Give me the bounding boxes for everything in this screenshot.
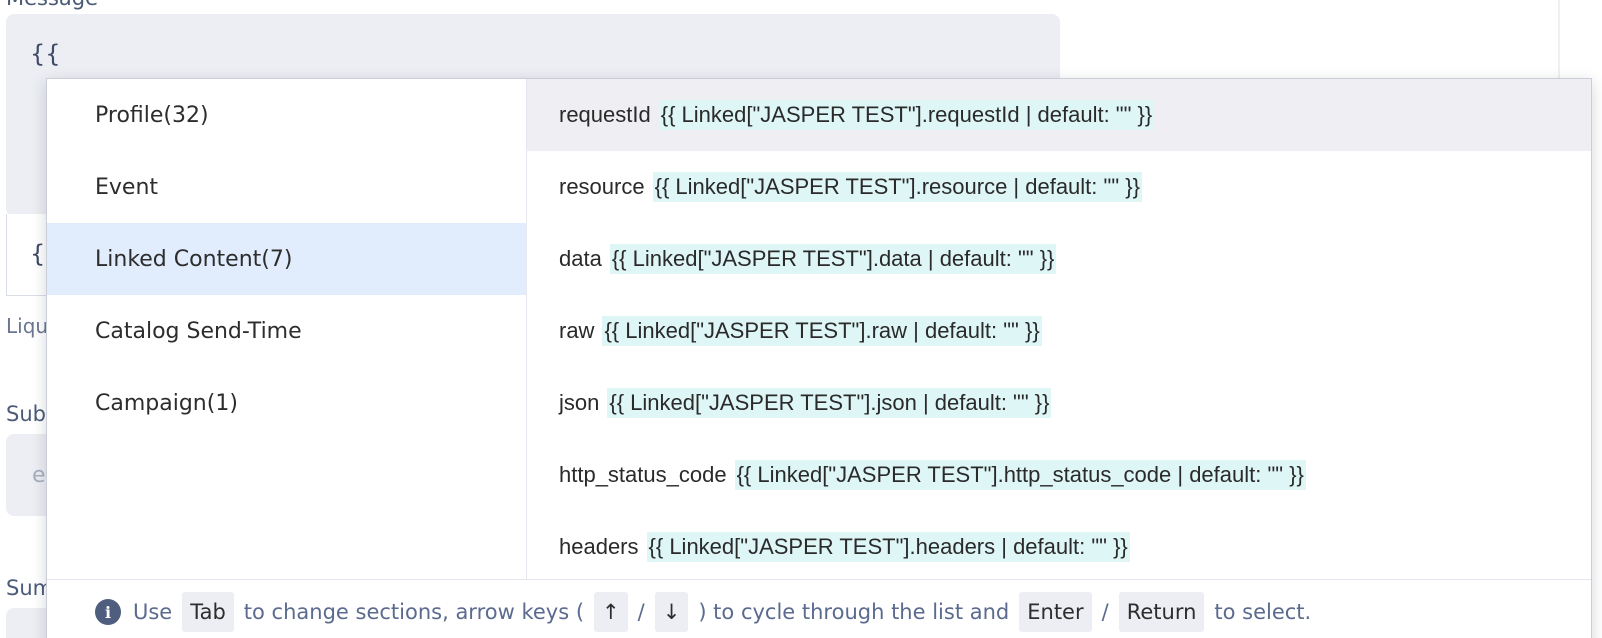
variable-name: raw [559, 318, 595, 343]
variable-liquid-snippet: {{ Linked["JASPER TEST"].headers | defau… [646, 532, 1130, 562]
variable-name: http_status_code [559, 462, 727, 487]
variable-liquid-snippet: {{ Linked["JASPER TEST"].requestId | def… [658, 100, 1155, 130]
variable-name: json [559, 390, 600, 415]
subject-placeholder: e [32, 463, 46, 488]
panel-divider [1558, 0, 1560, 80]
variable-liquid-snippet: {{ Linked["JASPER TEST"].data | default:… [609, 244, 1057, 274]
hint-text-change-sections: to change sections, arrow keys ( [243, 600, 585, 624]
variable-name: headers [559, 534, 639, 559]
category-catalog-send-time[interactable]: Catalog Send-Time [95, 318, 302, 344]
variable-item-json[interactable]: json {{ Linked["JASPER TEST"].json | def… [527, 367, 1591, 439]
arrow-down-key-badge: ↓ [654, 592, 689, 632]
variable-liquid-snippet: {{ Linked["JASPER TEST"].resource | defa… [652, 172, 1142, 202]
variable-liquid-snippet: {{ Linked["JASPER TEST"].raw | default: … [602, 316, 1042, 346]
variable-item-data[interactable]: data {{ Linked["JASPER TEST"].data | def… [527, 223, 1591, 295]
message-label: Message [6, 0, 98, 10]
variable-item-requestid[interactable]: requestId {{ Linked["JASPER TEST"].reque… [527, 79, 1591, 151]
info-icon: i [95, 599, 121, 625]
variable-name: resource [559, 174, 645, 199]
arrow-up-key-badge: ↑ [594, 592, 628, 632]
category-event[interactable]: Event [95, 174, 159, 200]
keyboard-hint-bar: i Use Tab to change sections, arrow keys… [47, 579, 1591, 638]
variable-item-http-status-code[interactable]: http_status_code {{ Linked["JASPER TEST"… [527, 439, 1591, 511]
hint-slash: / [1101, 600, 1109, 624]
hint-text-cycle: ) to cycle through the list and [698, 600, 1010, 624]
variable-item-resource[interactable]: resource {{ Linked["JASPER TEST"].resour… [527, 151, 1591, 223]
category-profile[interactable]: Profile(32) [95, 102, 209, 128]
variable-item-headers[interactable]: headers {{ Linked["JASPER TEST"].headers… [527, 511, 1591, 583]
hint-slash: / [637, 600, 645, 624]
subject-label: Sub [6, 402, 46, 426]
category-list: Profile(32) Event Linked Content(7) Cata… [47, 79, 527, 579]
category-campaign[interactable]: Campaign(1) [95, 390, 238, 416]
variable-list: requestId {{ Linked["JASPER TEST"].reque… [527, 79, 1591, 579]
hint-text-use: Use [133, 600, 173, 624]
category-linked-content[interactable]: Linked Content(7) [47, 223, 526, 295]
enter-key-badge: Enter [1019, 592, 1092, 632]
variable-liquid-snippet: {{ Linked["JASPER TEST"].json | default:… [607, 388, 1052, 418]
return-key-badge: Return [1118, 592, 1205, 632]
variable-name: data [559, 246, 602, 271]
variable-name: requestId [559, 102, 651, 127]
message-value: {{ [30, 40, 61, 68]
variable-item-raw[interactable]: raw {{ Linked["JASPER TEST"].raw | defau… [527, 295, 1591, 367]
liquid-help-text: Liqu [6, 314, 49, 338]
personalization-popup: Profile(32) Event Linked Content(7) Cata… [46, 78, 1592, 638]
keyboard-hint: i Use Tab to change sections, arrow keys… [95, 592, 1313, 632]
summary-label: Sum [6, 576, 54, 600]
variable-liquid-snippet: {{ Linked["JASPER TEST"].http_status_cod… [734, 460, 1306, 490]
tab-key-badge: Tab [182, 592, 234, 632]
hint-text-to-select: to select. [1214, 600, 1312, 624]
